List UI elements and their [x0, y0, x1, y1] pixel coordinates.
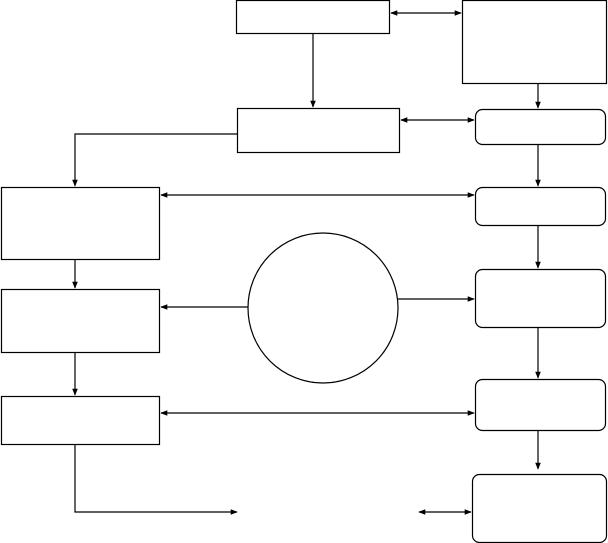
right-box-1: [474, 108, 607, 146]
right-box-3: [474, 268, 607, 329]
left-box-2: [0, 288, 161, 354]
connector-middle-center-to-left-box-1: [72, 133, 237, 187]
right-box-4: [474, 378, 607, 432]
top-center-box: [235, 0, 391, 35]
top-right-box: [461, 0, 608, 85]
center-circle: [247, 232, 399, 384]
left-box-1: [0, 186, 161, 261]
left-box-3: [0, 395, 161, 446]
right-box-2: [474, 186, 607, 227]
middle-center-box: [236, 107, 401, 154]
right-box-5: [471, 473, 608, 543]
connector-left-box-3-bottom-line: [74, 445, 238, 515]
